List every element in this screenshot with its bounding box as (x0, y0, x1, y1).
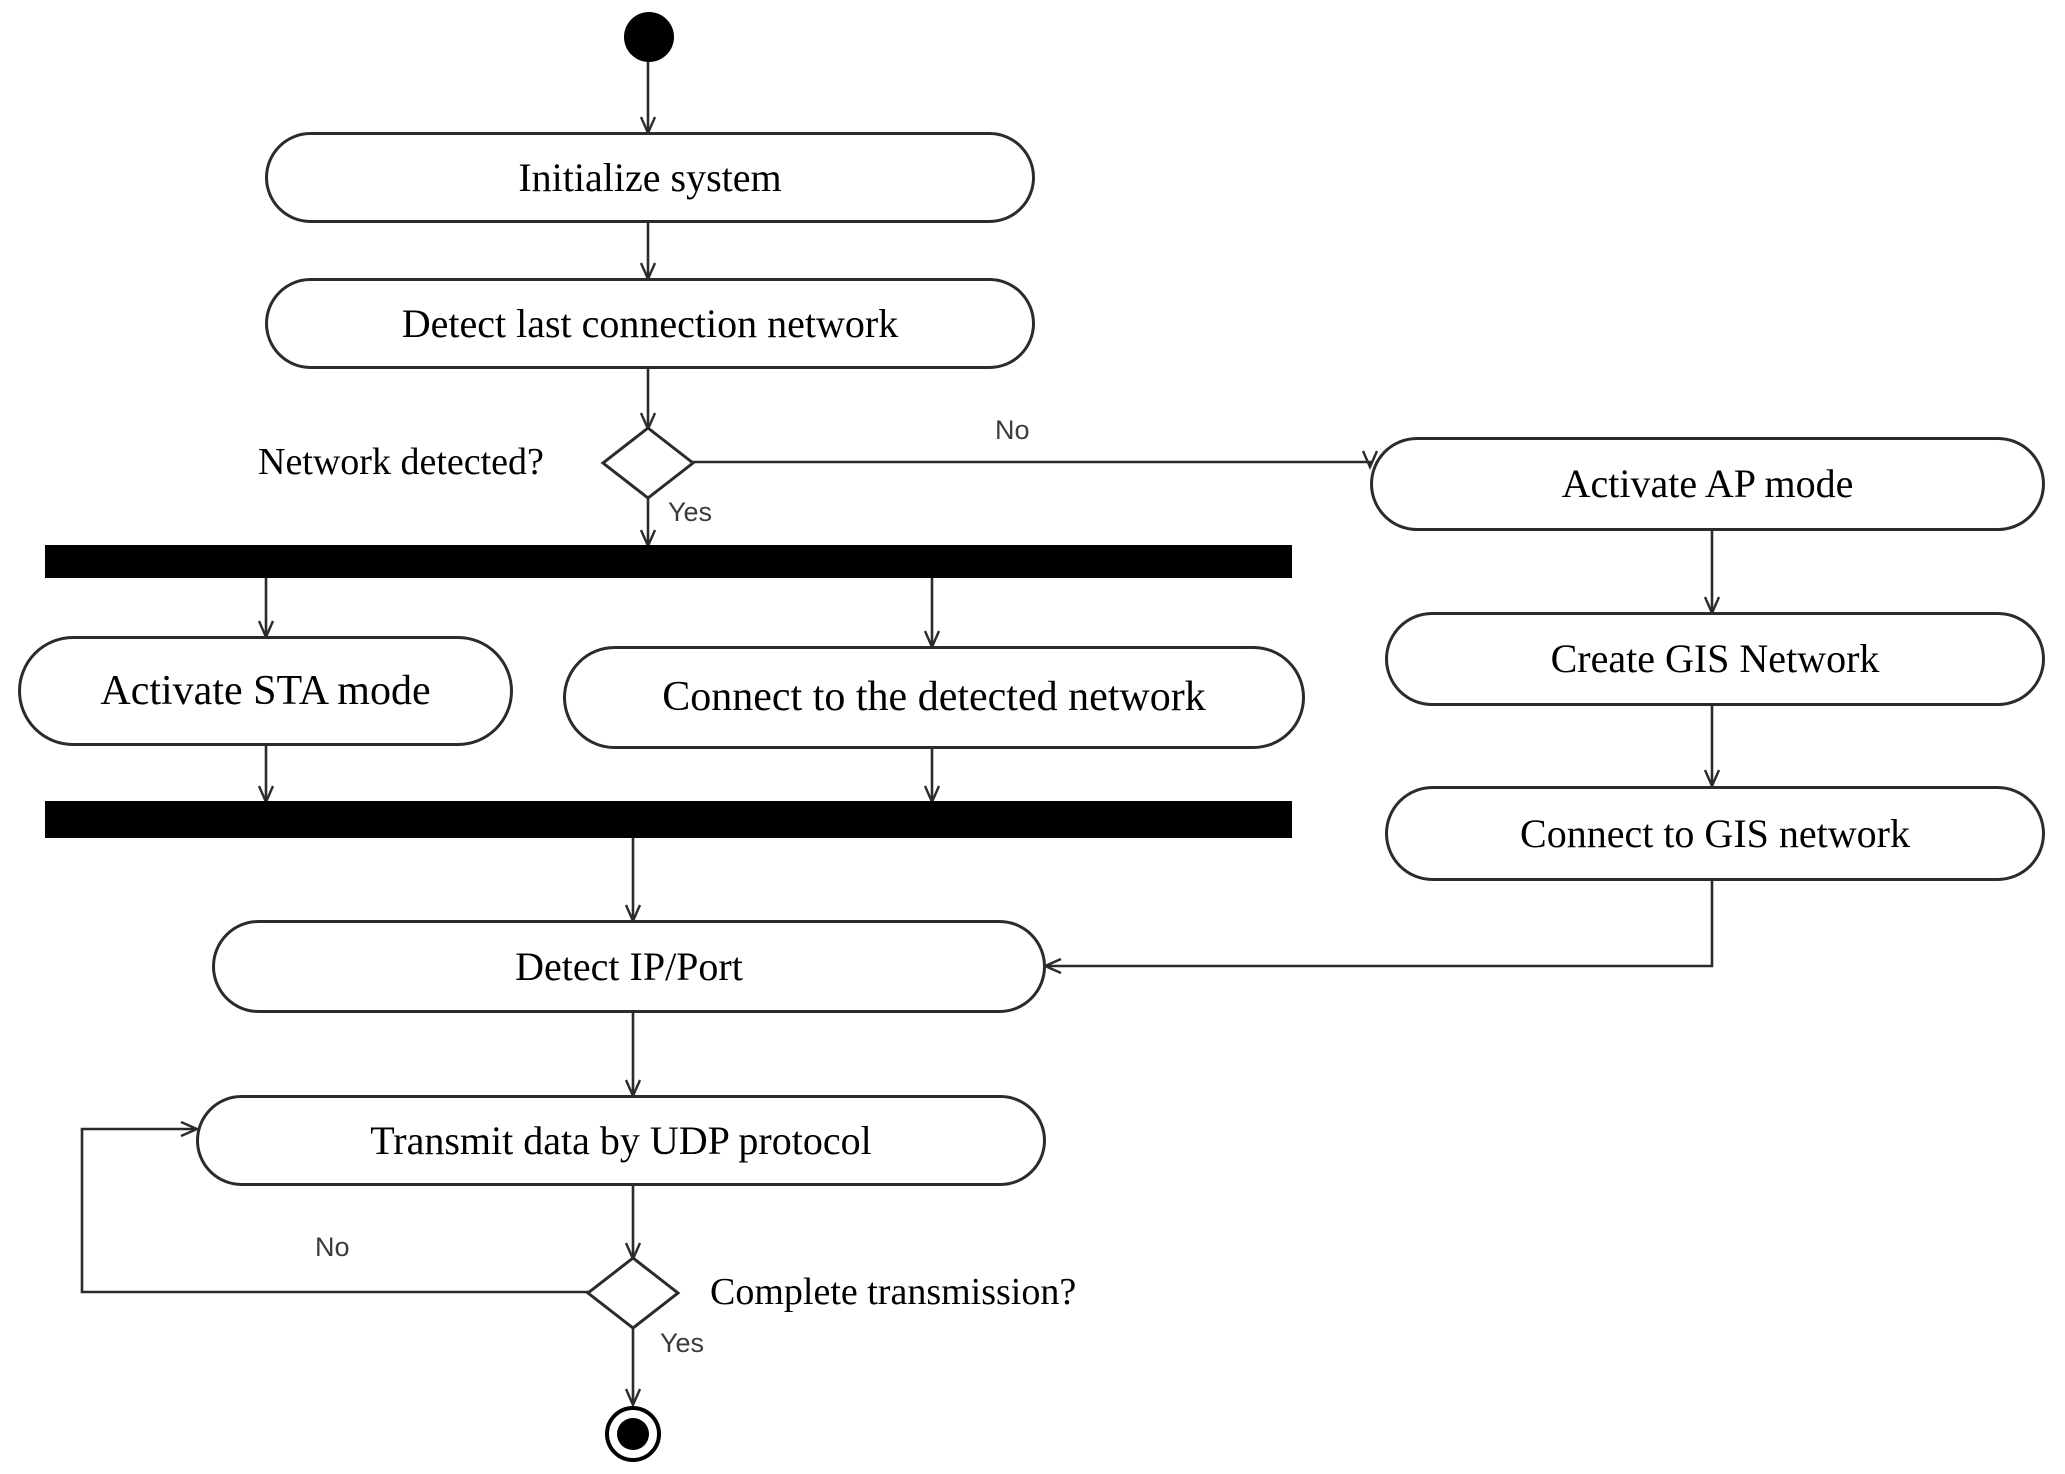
action-transmit-data-by-udp-protocol-label: Transmit data by UDP protocol (370, 1117, 872, 1163)
edge-label-network-detected-yes: Yes (668, 497, 713, 527)
decision-complete-transmission-label: Complete transmission? (710, 1271, 1077, 1313)
final-node-core (617, 1418, 649, 1450)
action-detect-last-connection-network[interactable]: Detect last connection network (265, 278, 1035, 369)
action-activate-ap-mode[interactable]: Activate AP mode (1370, 437, 2045, 531)
action-connect-to-gis-network-label: Connect to GIS network (1520, 810, 1910, 856)
action-transmit-data-by-udp-protocol[interactable]: Transmit data by UDP protocol (196, 1095, 1046, 1186)
action-detect-last-connection-network-label: Detect last connection network (401, 300, 899, 346)
action-detect-ip-port-label: Detect IP/Port (515, 943, 743, 989)
edge-connect-gis-to-detect-ip-port (1046, 881, 1714, 966)
edge-label-complete-transmission-yes: Yes (660, 1328, 705, 1358)
decision-network-detected-label: Network detected? (258, 441, 544, 483)
action-connect-to-detected-network[interactable]: Connect to the detected network (563, 646, 1305, 749)
action-connect-to-detected-network-label: Connect to the detected network (662, 674, 1206, 721)
join-bar (45, 801, 1292, 838)
edge-label-complete-transmission-no: No (315, 1232, 350, 1262)
action-activate-sta-mode-label: Activate STA mode (100, 667, 431, 714)
final-node (605, 1406, 661, 1462)
action-create-gis-network[interactable]: Create GIS Network (1385, 612, 2045, 706)
action-activate-sta-mode[interactable]: Activate STA mode (18, 636, 513, 746)
action-create-gis-network-label: Create GIS Network (1550, 636, 1880, 681)
action-detect-ip-port[interactable]: Detect IP/Port (212, 920, 1046, 1013)
action-initialize-system[interactable]: Initialize system (265, 132, 1035, 223)
edge-label-network-detected-no: No (995, 415, 1030, 445)
initial-node (624, 12, 674, 62)
edge-decision-no-to-activate-ap (690, 462, 1370, 466)
action-initialize-system-label: Initialize system (518, 154, 782, 200)
decision-network-detected[interactable] (600, 425, 696, 501)
action-activate-ap-mode-label: Activate AP mode (1561, 461, 1854, 506)
fork-bar (45, 545, 1292, 578)
action-connect-to-gis-network[interactable]: Connect to GIS network (1385, 786, 2045, 881)
decision-complete-transmission[interactable] (585, 1255, 681, 1331)
